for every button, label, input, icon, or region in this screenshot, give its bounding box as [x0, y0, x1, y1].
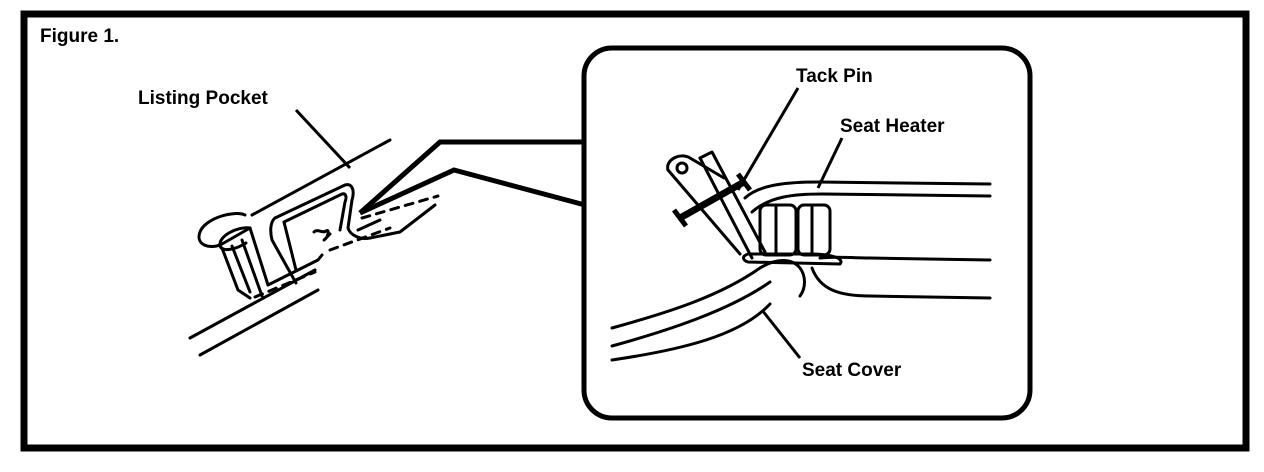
leader-listing-pocket [294, 108, 352, 170]
label-listing-pocket: Listing Pocket [138, 88, 269, 109]
leader-tack-pin [736, 87, 800, 191]
detail-inset [581, 45, 1033, 421]
label-seat-heater: Seat Heater [840, 116, 945, 137]
figure-caption: Figure 1. [40, 26, 119, 47]
listing-pocket-drawing [188, 138, 440, 357]
label-tack-pin: Tack Pin [796, 66, 873, 87]
leader-seat-heater [816, 137, 844, 189]
detail-drawing [610, 150, 992, 362]
callout-wedge [358, 139, 586, 216]
figure-frame [20, 10, 1250, 452]
leader-seat-cover [760, 309, 802, 359]
label-seat-cover: Seat Cover [802, 360, 902, 381]
